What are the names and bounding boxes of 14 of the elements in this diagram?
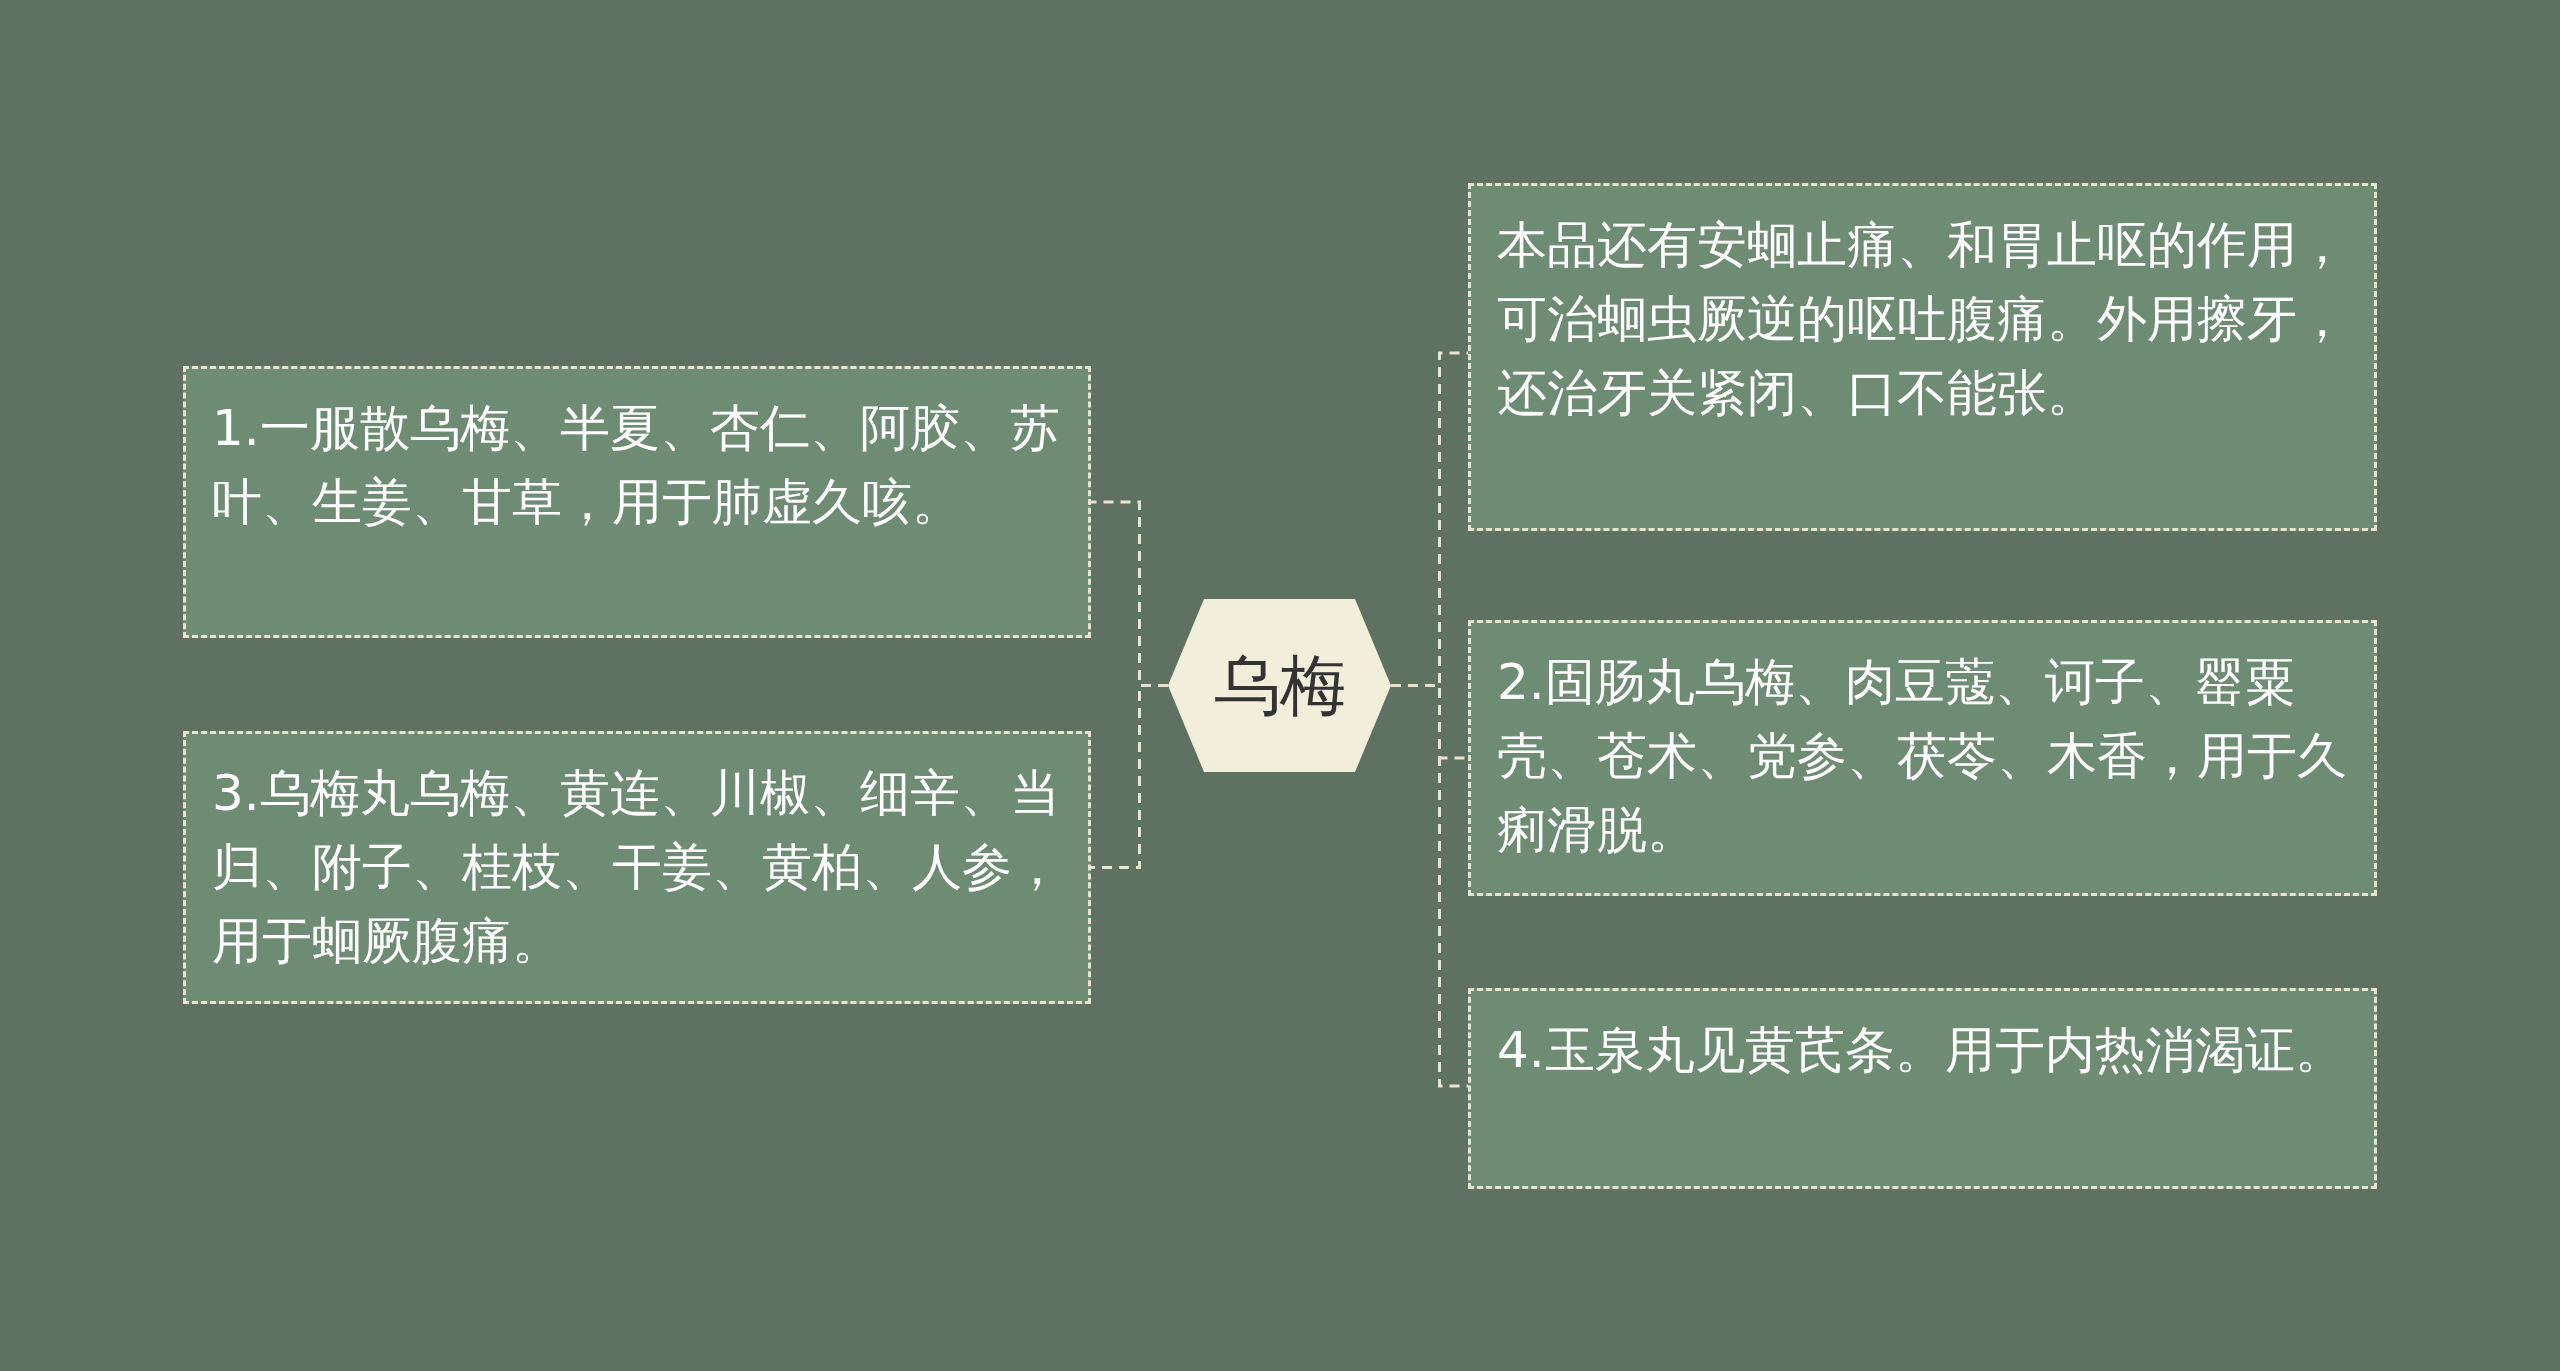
central-topic-hexagon	[1168, 599, 1391, 772]
topic-box	[1468, 183, 2377, 531]
topic-box	[1468, 988, 2377, 1189]
topic-text: 1.一服散乌梅、半夏、杏仁、阿胶、苏叶、生姜、甘草，用于肺虚久咳。	[212, 398, 1061, 533]
topic-title: 乌梅	[1212, 645, 1347, 726]
topic-box	[183, 366, 1091, 638]
topic-box	[183, 731, 1091, 1004]
topic-text: 3.乌梅丸乌梅、黄连、川椒、细辛、当归、附子、桂枝、干姜、黄柏、人参，用于蛔厥腹痛。	[212, 763, 1062, 972]
topic-text: 2.固肠丸乌梅、肉豆蔻、诃子、罂粟壳、苍术、党参、茯苓、木香，用于久痢滑脱。	[1497, 652, 2348, 861]
connector-line	[1091, 684, 1168, 869]
topic-text: 4.玉泉丸见黄芪条。用于内热消渴证。	[1497, 1020, 2346, 1081]
connector-line	[1391, 684, 1468, 1088]
topic-text: 本品还有安蛔止痛、和胃止呕的作用，可治蛔虫厥逆的呕吐腹痛。外用擦牙，还治牙关紧闭、口不能张。	[1497, 215, 2348, 424]
topic-box	[1468, 620, 2377, 896]
